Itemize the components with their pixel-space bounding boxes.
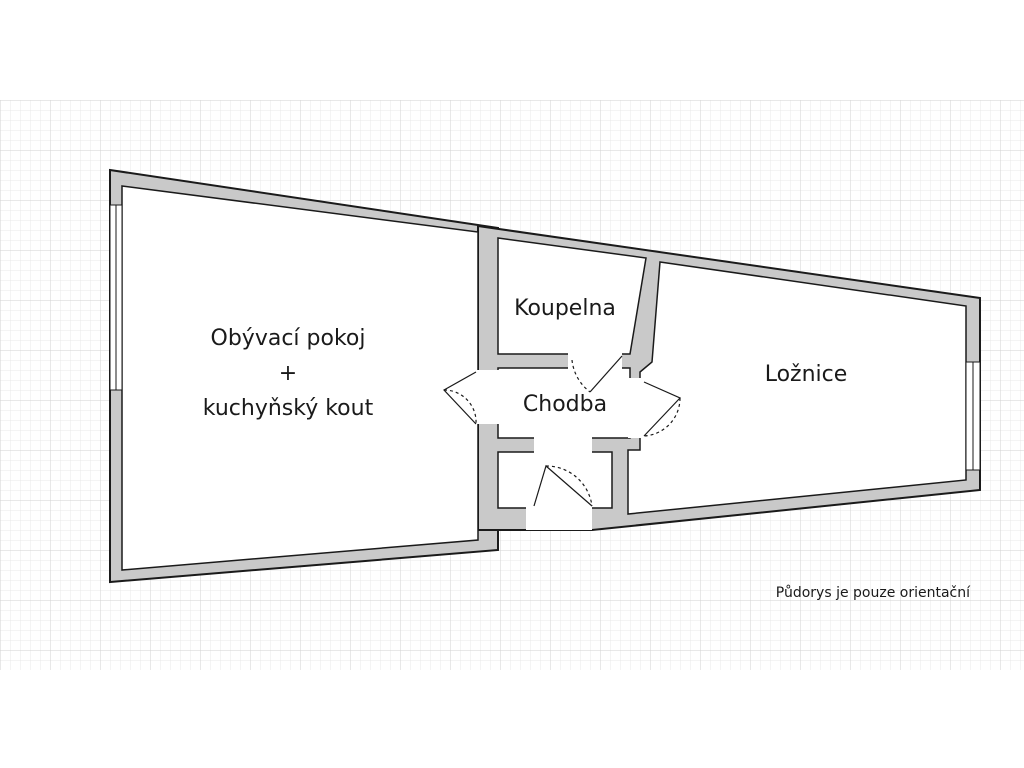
living-room-label-plus: + [279,361,297,386]
bedroom-door-gap [628,378,644,438]
window-left [109,204,123,391]
door-bedroom [643,381,682,437]
openings [476,352,644,530]
bathroom-door-gap [568,352,622,370]
bathroom-floor [497,237,647,355]
door-entry [533,464,593,507]
doors [443,355,682,507]
bedroom-label: Ložnice [765,362,848,387]
labels: Obývací pokoj + kuchyňský kout Koupelna … [203,296,971,601]
windows [109,204,981,471]
living-room-label-line1: Obývací pokoj [211,326,366,351]
living-door-gap [476,370,500,424]
room-floors [121,185,967,571]
hallway-label: Chodba [523,392,607,417]
hall-entry-gap [534,436,592,454]
living-room-label-line3: kuchyňský kout [203,396,374,421]
bedroom-floor [627,261,967,515]
door-living [443,371,477,425]
disclaimer-note: Půdorys je pouze orientační [776,585,971,601]
living-room-floor [121,185,479,571]
entrance-gap [526,506,592,530]
entry-floor [497,451,613,509]
bathroom-label: Koupelna [514,296,616,321]
window-right [965,361,981,471]
door-bathroom [571,355,623,393]
